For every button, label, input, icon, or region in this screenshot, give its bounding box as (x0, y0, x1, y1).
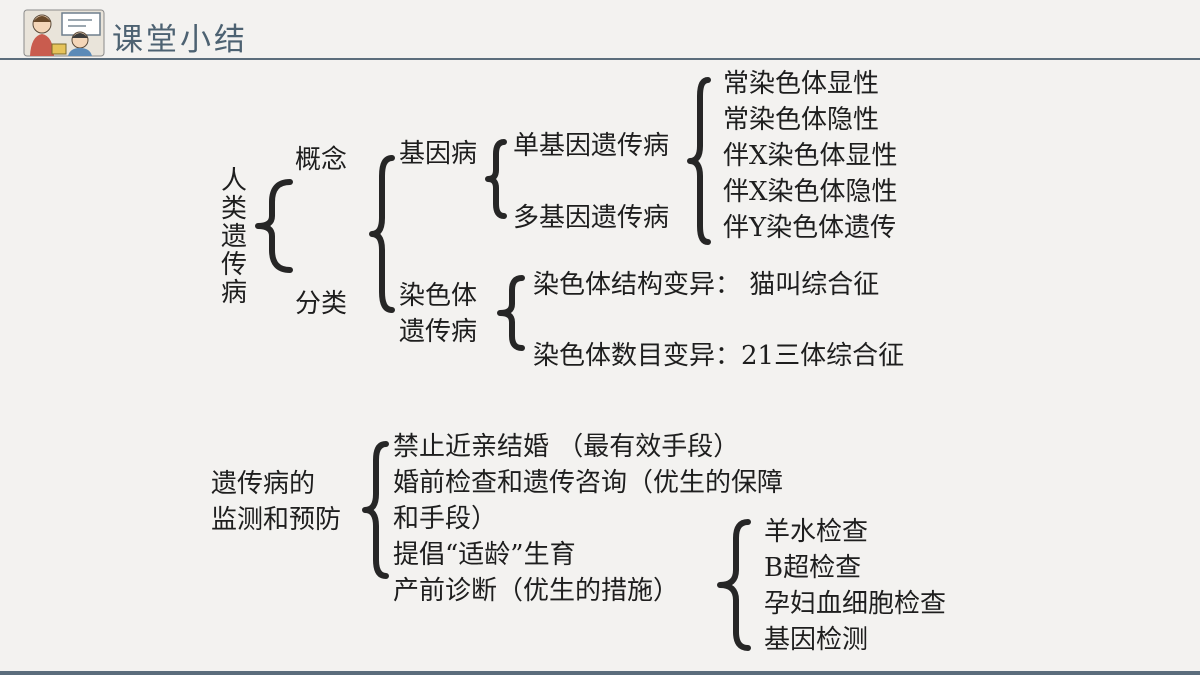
page-title: 课堂小结 (112, 22, 248, 58)
chromosome-disease-label-line1: 染色体 (399, 281, 478, 311)
single-gene-type-item: 伴Y染色体遗传 (723, 213, 897, 243)
classification-brace-icon (369, 155, 395, 313)
root-label: 人类遗传病 (220, 166, 247, 308)
concept-label: 概念 (295, 145, 348, 175)
single-gene-type-item: 常染色体隐性 (723, 105, 880, 135)
prenatal-item: 孕妇血细胞检查 (764, 589, 947, 619)
single-gene-type-item: 常染色体显性 (723, 69, 880, 99)
chromosome-disease-brace-icon (497, 275, 525, 351)
header-divider (0, 58, 1200, 60)
root-brace-icon (255, 179, 293, 273)
multi-gene-label: 多基因遗传病 (513, 203, 670, 233)
single-gene-types-brace-icon (687, 77, 711, 245)
number-variation-label: 染色体数目变异：21三体综合征 (533, 341, 905, 371)
prevention-title-line1: 遗传病的 (211, 469, 316, 499)
prenatal-item: 羊水检查 (764, 517, 869, 547)
prenatal-item: 基因检测 (764, 625, 869, 655)
chromosome-disease-label-line2: 遗传病 (399, 317, 478, 347)
prenatal-item: B超检查 (764, 553, 862, 583)
footer-divider (0, 671, 1200, 675)
prevention-brace-icon (362, 441, 389, 579)
gene-disease-brace-icon (485, 139, 507, 219)
single-gene-label: 单基因遗传病 (513, 131, 670, 161)
prevention-item: 和手段） (393, 504, 498, 534)
teacher-student-logo-icon (23, 9, 105, 57)
prevention-title-line2: 监测和预防 (211, 505, 342, 535)
prevention-item: 婚前检查和遗传咨询（优生的保障 (393, 468, 784, 498)
single-gene-type-item: 伴X染色体显性 (723, 141, 898, 171)
prevention-item: 产前诊断（优生的措施） (393, 576, 680, 606)
structure-variation-label: 染色体结构变异： 猫叫综合征 (533, 270, 880, 300)
gene-disease-label: 基因病 (399, 139, 478, 169)
prenatal-brace-icon (717, 519, 751, 651)
single-gene-type-item: 伴X染色体隐性 (723, 177, 898, 207)
classification-label: 分类 (295, 289, 348, 319)
prevention-item: 禁止近亲结婚 （最有效手段） (393, 432, 740, 462)
prevention-item: 提倡“适龄”生育 (393, 540, 576, 570)
